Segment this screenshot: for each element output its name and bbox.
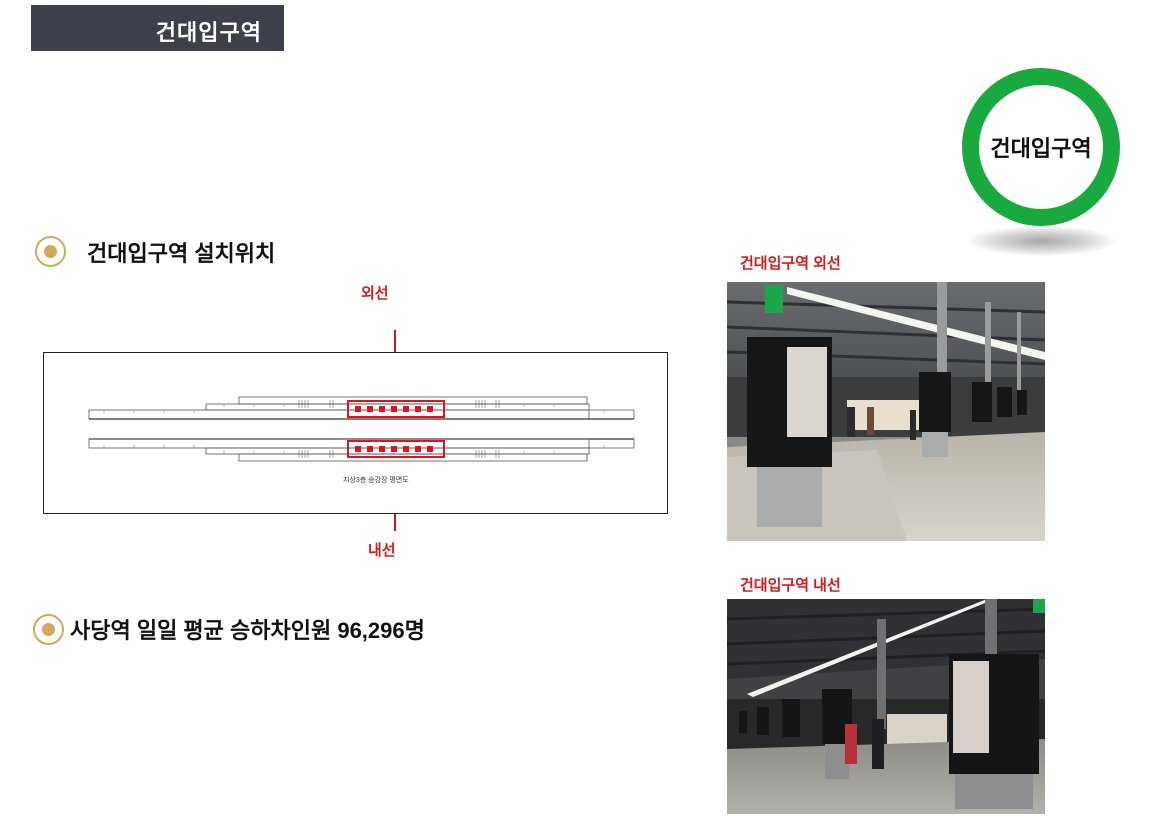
page-title-bar: 건대입구역 <box>31 5 284 51</box>
bullet-icon <box>33 614 64 645</box>
ridership-heading: 사당역 일일 평균 승하차인원 96,296명 <box>70 618 425 643</box>
bullet-icon <box>35 236 66 267</box>
badge-shadow <box>968 226 1116 256</box>
photo-inner-drawing <box>727 599 1045 814</box>
outer-indicator-line <box>394 330 396 352</box>
floor-plan-caption: 지상3층 승강장 평면도 <box>343 477 409 484</box>
floor-plan: 지상3층 승강장 평면도 <box>43 352 668 514</box>
photo-outer-caption: 건대입구역 외선 <box>740 255 841 272</box>
floor-plan-drawing <box>88 396 635 462</box>
outer-line-label: 외선 <box>361 285 389 302</box>
station-badge: 건대입구역 <box>962 68 1122 268</box>
inner-line-label: 내선 <box>368 542 396 559</box>
inner-indicator-line <box>394 514 396 531</box>
line-circle: 건대입구역 <box>962 68 1120 226</box>
photo-outer-platform <box>727 282 1045 541</box>
photo-inner-caption: 건대입구역 내선 <box>740 577 841 594</box>
photo-outer-drawing <box>727 282 1045 541</box>
location-heading: 건대입구역 설치위치 <box>87 241 276 266</box>
photo-inner-platform <box>727 599 1045 814</box>
page-title: 건대입구역 <box>155 20 262 45</box>
badge-station-name: 건대입구역 <box>990 136 1092 161</box>
